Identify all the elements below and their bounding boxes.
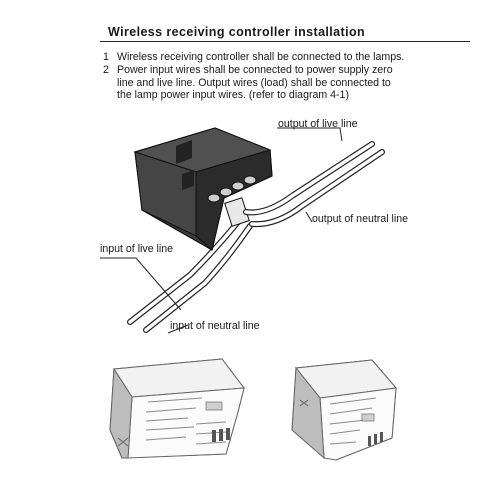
- step-text: Wireless receiving controller shall be c…: [117, 51, 405, 63]
- step-text: Power input wires shall be connected to …: [117, 63, 393, 102]
- receiver-module-photo-left: [109, 358, 245, 459]
- page-title: Wireless receiving controller installati…: [108, 25, 366, 39]
- input-wires: [127, 219, 253, 333]
- receiver-module-photo-right: [291, 359, 397, 461]
- label-output-live: output of live line: [278, 118, 358, 130]
- instruction-list: 1 Wireless receiving controller shall be…: [103, 51, 483, 102]
- title-divider: [100, 41, 470, 43]
- label-leader-lines: [100, 127, 343, 334]
- step-number: 2: [103, 63, 109, 76]
- instruction-step: 1 Wireless receiving controller shall be…: [103, 51, 483, 64]
- controller-device: [133, 127, 273, 251]
- step-number: 1: [103, 51, 109, 63]
- instruction-step: 2 Power input wires shall be connected t…: [103, 64, 483, 102]
- label-input-live: input of live line: [100, 243, 174, 255]
- output-wires: [243, 141, 385, 228]
- label-input-neutral: input of neutral line: [170, 320, 260, 332]
- label-output-neutral: output of neutral line: [312, 213, 409, 225]
